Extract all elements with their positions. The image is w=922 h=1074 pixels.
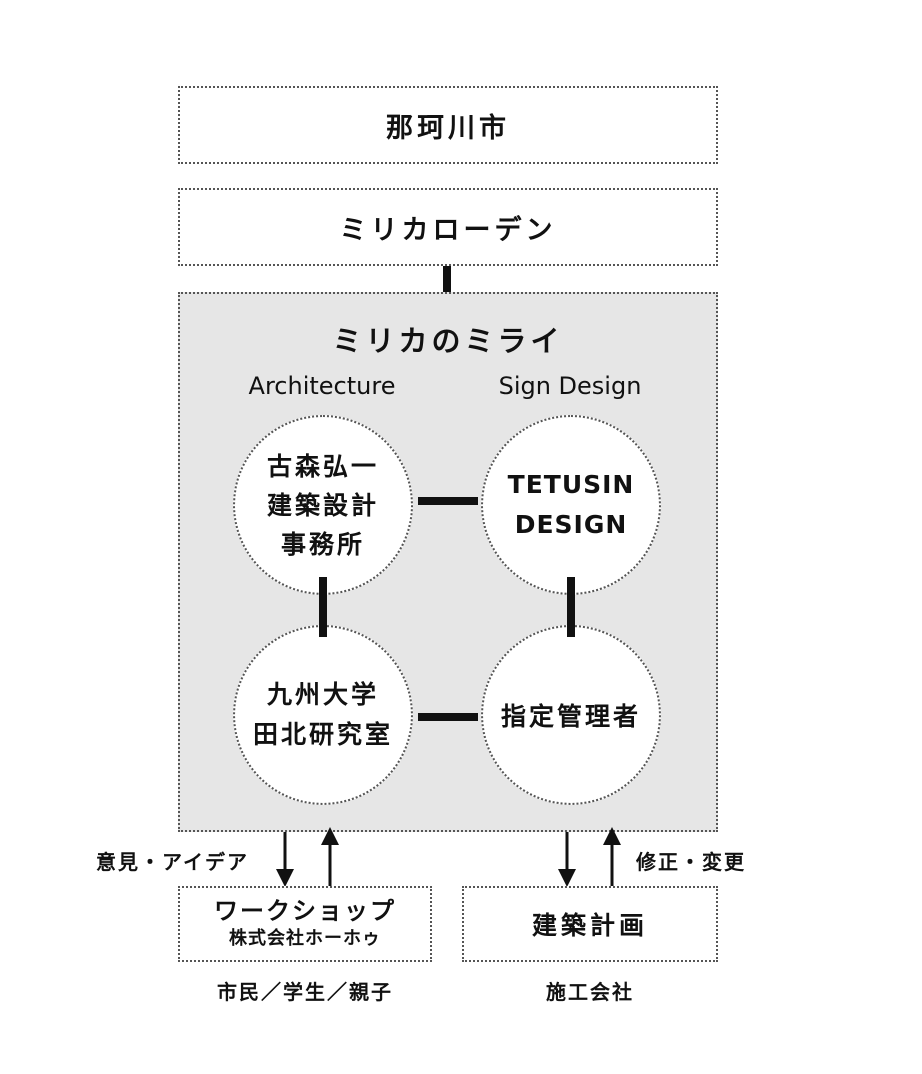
workshop-title: ワークショップ [214,897,396,925]
kyushu-lab-circle: 九州大学 田北研究室 [233,625,413,805]
connector-top [418,497,478,505]
city-box: 那珂川市 [178,86,718,164]
furumori-architects-label: 古森弘一 建築設計 事務所 [266,451,379,559]
tetusin-design-label: TETUSIN DESIGN [507,470,635,539]
workshop-box: ワークショップ 株式会社ホーホゥ [178,886,432,962]
furumori-architects-circle: 古森弘一 建築設計 事務所 [233,415,413,595]
architecture-label: Architecture [248,372,396,400]
connector-bottom [418,713,478,721]
city-label: 那珂川市 [386,112,510,144]
kyushu-lab-label: 九州大学 田北研究室 [252,680,393,749]
owner-label: ミリカローデン [339,214,557,246]
sign-design-label: Sign Design [498,372,642,400]
connector-left [319,577,327,637]
owner-box: ミリカローデン [178,188,718,266]
building-plan-label: 建築計画 [531,911,648,940]
building-plan-box: 建築計画 [462,886,718,962]
connector-right [567,577,575,637]
panel-title: ミリカのミライ [332,324,564,358]
opinion-ideas-label: 意見・アイデア [96,850,249,874]
workshop-company: 株式会社ホーホゥ [229,928,381,949]
workshop-participants-caption: 市民／学生／親子 [217,980,393,1004]
revision-label: 修正・変更 [636,850,746,874]
tetusin-design-circle: TETUSIN DESIGN [481,415,661,595]
owner-connector [443,266,451,292]
designated-manager-circle: 指定管理者 [481,625,661,805]
designated-manager-label: 指定管理者 [500,702,641,731]
constructor-caption: 施工会社 [546,980,634,1004]
